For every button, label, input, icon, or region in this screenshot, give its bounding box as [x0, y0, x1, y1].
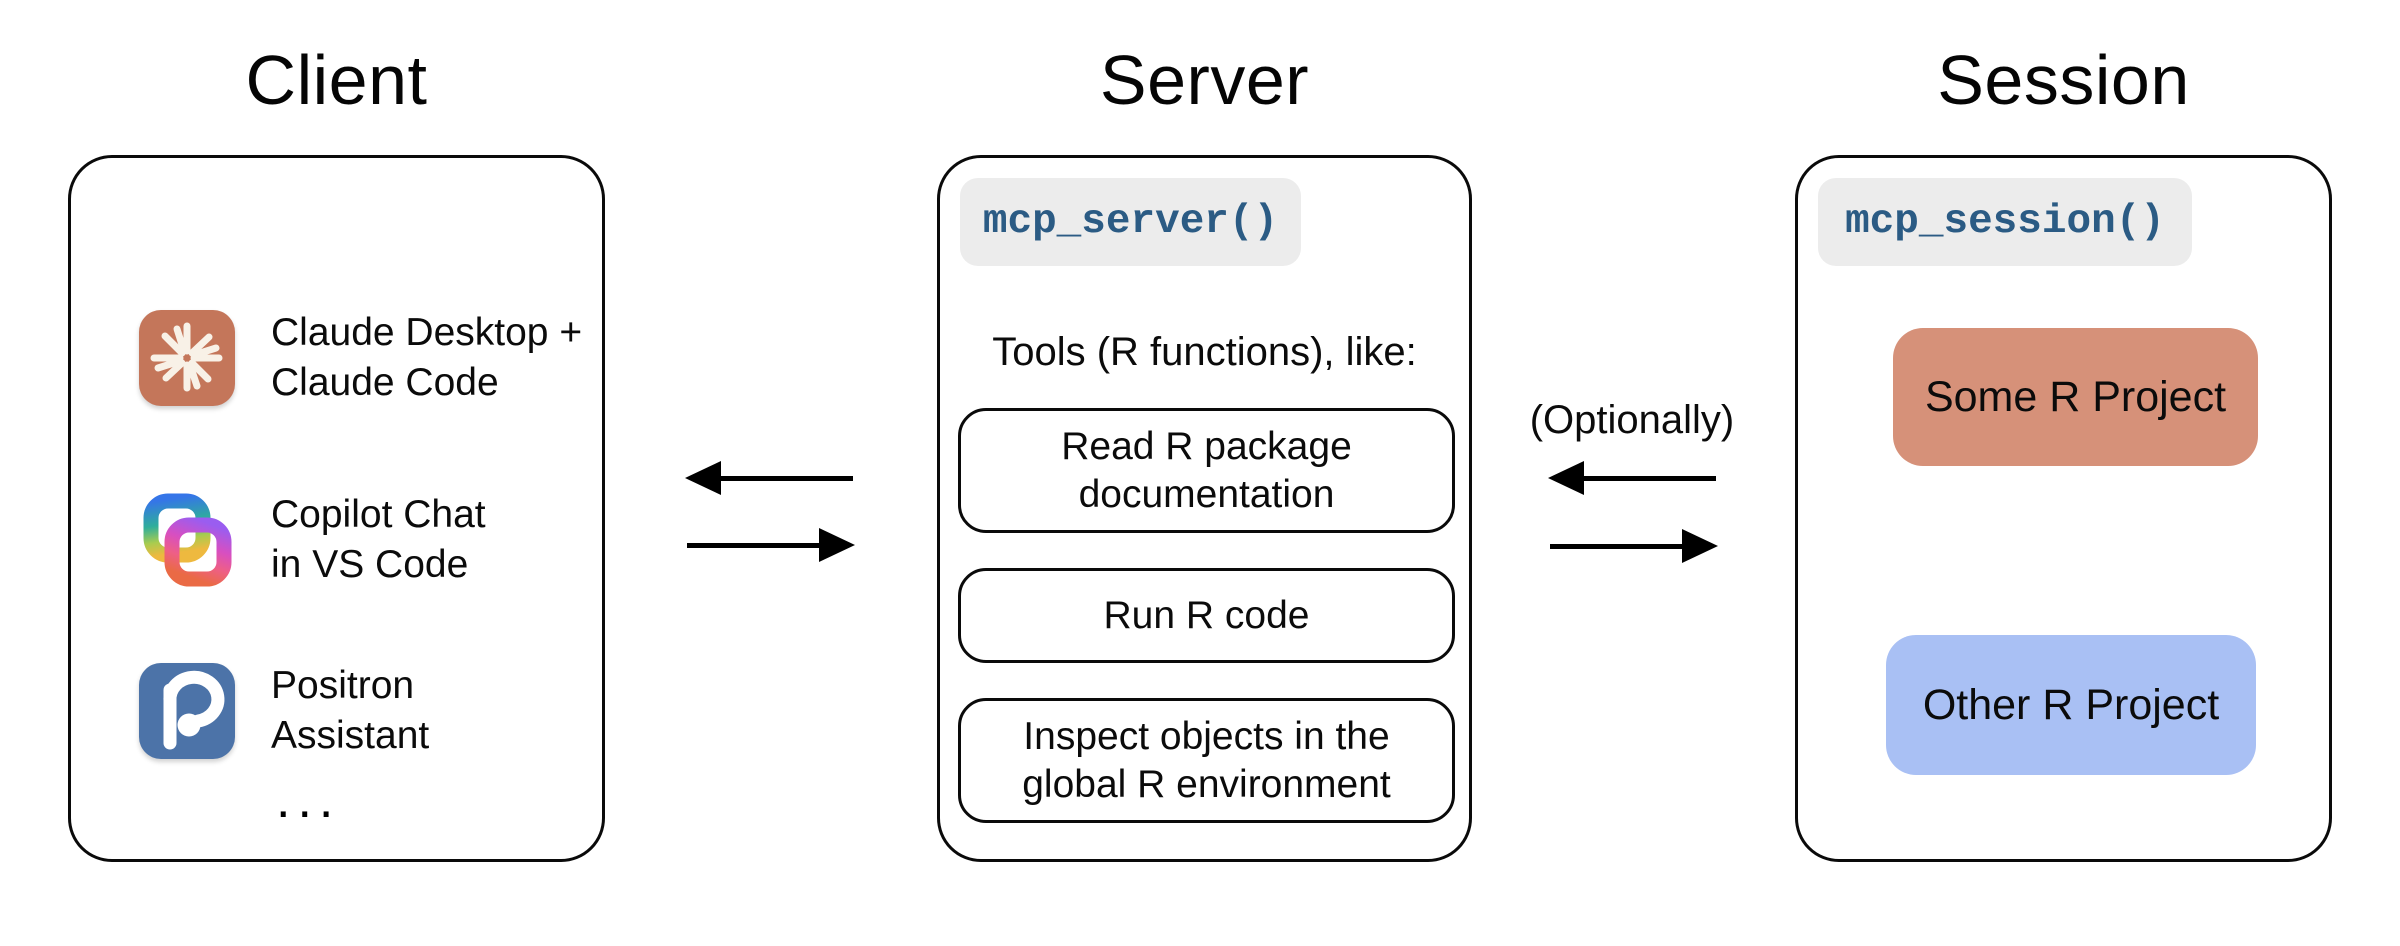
other-r-project-box: Other R Project — [1886, 635, 2256, 775]
tool-box-read-docs: Read R package documentation — [958, 408, 1455, 533]
tool-box-line: global R environment — [1022, 762, 1391, 806]
arrow-head — [1682, 529, 1718, 563]
client-row-label: Copilot Chat in VS Code — [271, 490, 486, 590]
mcp-server-badge: mcp_server() — [960, 178, 1301, 266]
tool-box-line: Run R code — [1103, 593, 1310, 637]
arrow-server-to-session — [1548, 529, 1718, 563]
session-box: mcp_session() Some R Project Other R Pro… — [1795, 155, 2332, 862]
client-box: Claude Desktop + Claude Code — [68, 155, 605, 862]
tool-box-inspect-objects: Inspect objects in the global R environm… — [958, 698, 1455, 823]
claude-icon — [139, 310, 235, 406]
client-row-claude: Claude Desktop + Claude Code — [139, 308, 582, 408]
server-tools-label: Tools (R functions), like: — [992, 330, 1417, 374]
arrow-shaft — [1578, 476, 1716, 481]
client-title: Client — [245, 41, 428, 119]
arrow-session-to-server — [1548, 461, 1718, 495]
client-ellipsis: ... — [276, 771, 341, 829]
some-r-project-box: Some R Project — [1893, 328, 2258, 466]
client-label-line: Positron — [271, 664, 415, 707]
client-label-line: Copilot Chat — [271, 493, 486, 536]
tool-box-line: documentation — [1078, 472, 1335, 516]
mcp-session-badge: mcp_session() — [1818, 178, 2192, 266]
session-title: Session — [1937, 41, 2190, 119]
arrow-head — [1548, 461, 1584, 495]
client-row-label: Positron Assistant — [271, 661, 429, 761]
optionally-label: (Optionally) — [1529, 398, 1735, 442]
client-row-label: Claude Desktop + Claude Code — [271, 308, 582, 408]
server-title: Server — [1099, 41, 1310, 119]
positron-icon — [139, 663, 235, 759]
arrow-shaft — [1550, 544, 1688, 549]
client-row-copilot: Copilot Chat in VS Code — [139, 490, 486, 590]
client-label-line: in VS Code — [271, 543, 469, 586]
client-row-positron: Positron Assistant — [139, 661, 429, 761]
arrow-client-to-server — [685, 528, 855, 562]
client-label-line: Assistant — [271, 714, 430, 757]
arrow-head — [685, 461, 721, 495]
copilot-icon — [139, 492, 235, 588]
arrow-shaft — [687, 543, 825, 548]
arrow-shaft — [715, 476, 853, 481]
client-label-line: Claude Code — [271, 361, 499, 404]
tool-box-line: Inspect objects in the — [1023, 714, 1390, 758]
server-box: mcp_server() Tools (R functions), like: … — [937, 155, 1472, 862]
tool-box-line: Read R package — [1061, 424, 1352, 468]
arrow-head — [819, 528, 855, 562]
arrow-server-to-client — [685, 461, 855, 495]
tool-box-run-code: Run R code — [958, 568, 1455, 663]
client-label-line: Claude Desktop + — [271, 311, 583, 354]
